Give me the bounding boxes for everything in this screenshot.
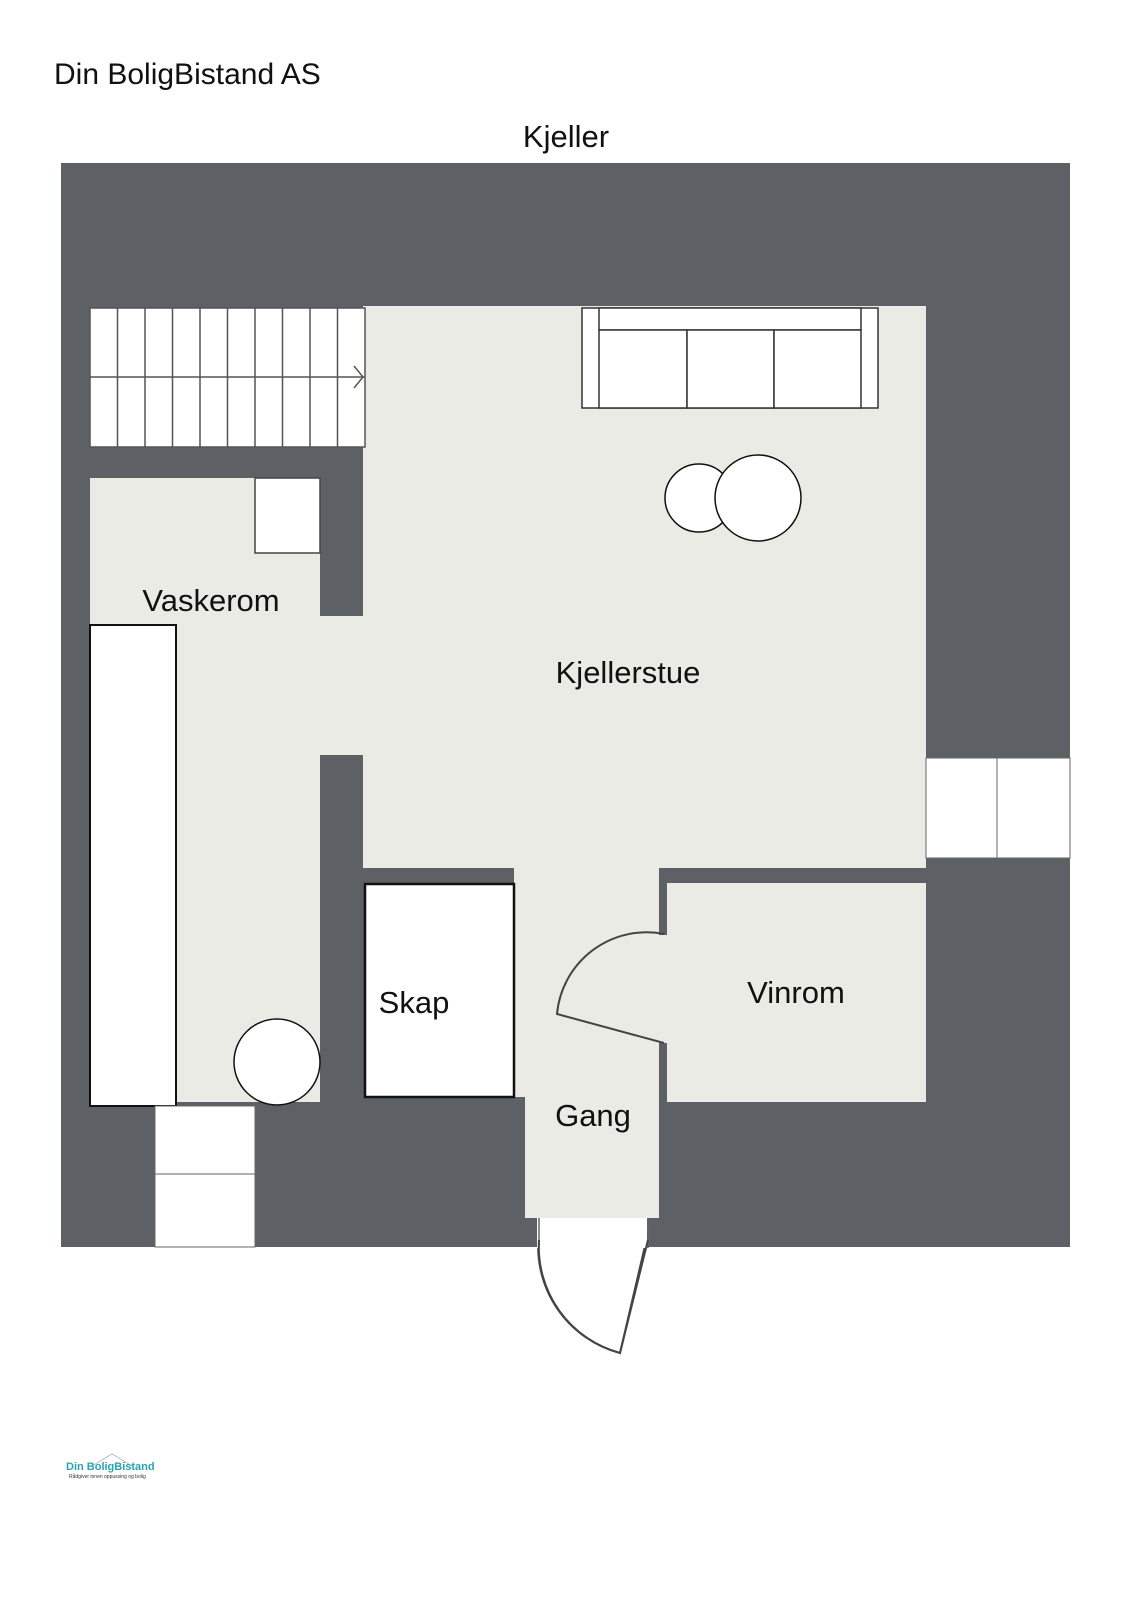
doorway-vinrom — [659, 935, 667, 1043]
room-skap — [363, 882, 516, 1099]
logo-tagline: Rådgiver innen oppussing og bolig — [69, 1473, 146, 1480]
door-entrance — [537, 1232, 649, 1355]
label-skap: Skap — [379, 985, 450, 1020]
room-gang-lower — [525, 1097, 659, 1218]
window-vaskerom — [154, 1105, 256, 1248]
room-vinrom — [667, 883, 926, 1102]
shaft-box — [254, 477, 321, 554]
floor-title: Kjeller — [523, 119, 609, 154]
sofa — [581, 307, 879, 409]
entrance-opening — [537, 1218, 647, 1248]
coffee-table — [714, 454, 802, 542]
company-logo: Din BoligBistand Rådgiver innen oppussin… — [66, 1453, 155, 1480]
room-gang-upper — [514, 868, 659, 1097]
label-gang: Gang — [555, 1098, 631, 1133]
label-vinrom: Vinrom — [747, 975, 845, 1010]
doorway-vaskerom — [320, 616, 363, 755]
label-kjellerstue: Kjellerstue — [556, 655, 701, 690]
logo-name: Din BoligBistand — [66, 1461, 155, 1473]
staircase — [89, 307, 366, 448]
counter — [89, 624, 177, 1107]
water-heater — [233, 1018, 321, 1106]
label-vaskerom: Vaskerom — [142, 583, 279, 618]
door-vinrom — [555, 931, 665, 1044]
window-kjellerstue — [925, 757, 1071, 859]
logo-roof-icon — [91, 1453, 133, 1467]
company-title: Din BoligBistand AS — [54, 58, 321, 91]
doorway-gang — [537, 868, 644, 884]
